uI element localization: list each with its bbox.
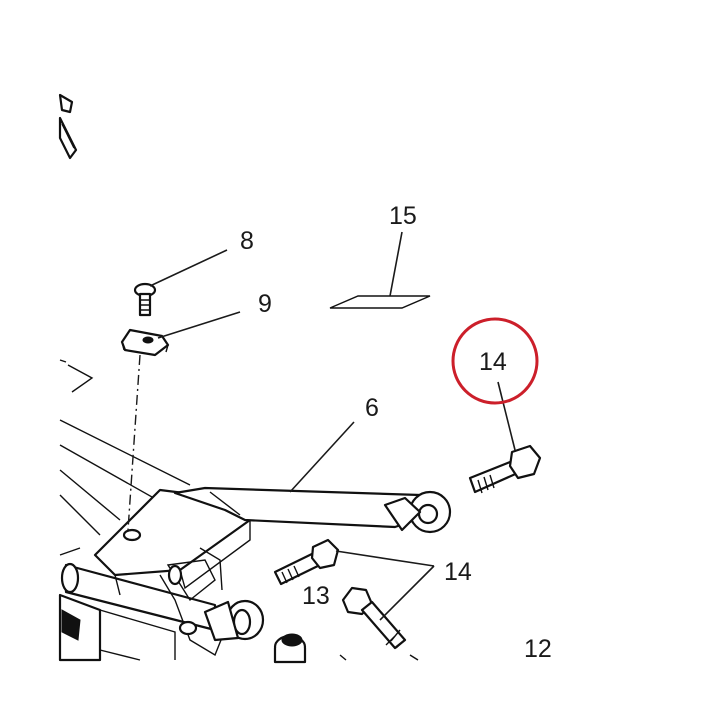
bolt-part-14-middle [273, 538, 340, 586]
nut-part-13 [273, 633, 307, 664]
leader-15 [389, 231, 403, 297]
mounting-bracket [93, 488, 252, 657]
highlight-circle [451, 317, 539, 405]
leader-8 [149, 249, 228, 287]
leader-14-lower-a [335, 550, 435, 567]
leader-9 [157, 311, 241, 339]
callout-6: 6 [365, 394, 379, 422]
clip-nut-part-9 [120, 328, 170, 357]
partial-component-top-left [58, 93, 78, 160]
callout-9: 9 [258, 290, 272, 318]
leader-lines [149, 231, 516, 621]
callout-12: 12 [524, 635, 552, 663]
bolt-part-14-lower [341, 586, 407, 650]
callout-8: 8 [240, 227, 254, 255]
bolt-part-14-upper [468, 444, 542, 494]
leader-14-upper [497, 381, 516, 451]
leader-14-lower-b [379, 565, 435, 621]
assembly-axis-line [127, 354, 141, 531]
callout-14-highlighted: 14 [479, 348, 507, 376]
callout-13: 13 [302, 582, 330, 610]
leader-6 [289, 421, 355, 493]
partial-component-bottom [99, 649, 419, 661]
callout-15: 15 [389, 202, 417, 230]
cross-tube [58, 562, 217, 662]
bushing-lower [203, 599, 265, 642]
link-arm [173, 486, 452, 534]
screw-part-8 [133, 282, 157, 317]
callout-14-lower: 14 [444, 558, 472, 586]
label-sticker-part-15 [329, 295, 431, 309]
